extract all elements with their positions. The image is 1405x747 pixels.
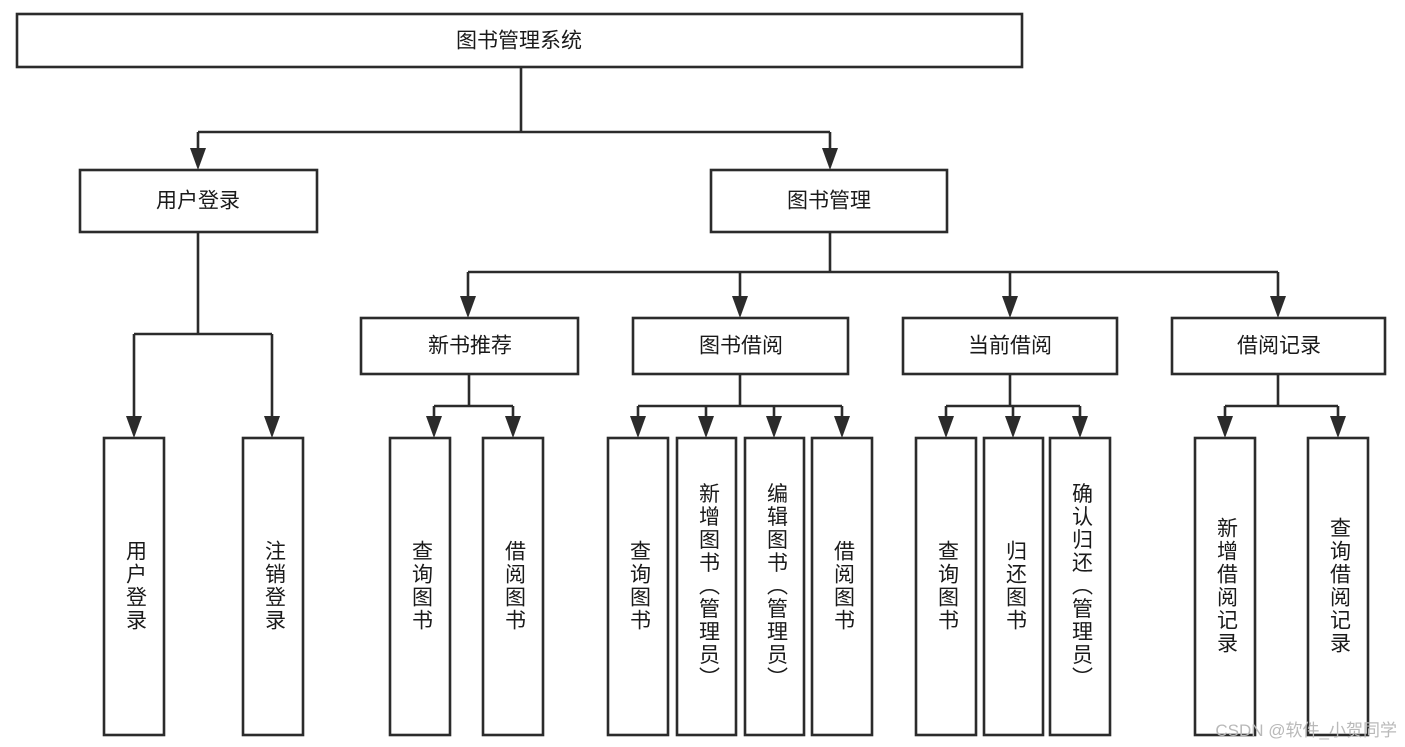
node-user-login-box[interactable] [78, 168, 319, 234]
node-leaf-query-record-label: 查询借阅记录 [1327, 517, 1351, 655]
arrow-to-book-manage [822, 148, 838, 170]
csdn-watermark: CSDN @软件_小贺同学 [1215, 721, 1397, 740]
arrow-to-leaf-confirm-return [1072, 416, 1088, 438]
arrow-to-leaf-query-book-1 [426, 416, 442, 438]
node-root-box[interactable] [15, 12, 1024, 69]
node-leaf-borrow-book-1-box[interactable] [481, 436, 545, 737]
node-current-borrow-box[interactable] [901, 316, 1119, 376]
node-leaf-add-record[interactable]: 新增借阅记录 [1193, 436, 1257, 737]
node-new-book-rec[interactable]: 新书推荐 [359, 316, 580, 376]
node-leaf-confirm-return-label: 确认归还（管理员） [1069, 483, 1093, 690]
node-leaf-return-book-label: 归还图书 [1003, 540, 1027, 632]
node-leaf-query-book-3[interactable]: 查询图书 [914, 436, 978, 737]
arrow-to-leaf-add-book [698, 416, 714, 438]
arrow-to-user-login [190, 148, 206, 170]
node-book-borrow-box[interactable] [631, 316, 850, 376]
connectors-layer [126, 67, 1346, 438]
node-book-manage[interactable]: 图书管理 [709, 168, 949, 234]
arrow-to-book-borrow [732, 296, 748, 318]
node-current-borrow[interactable]: 当前借阅 [901, 316, 1119, 376]
node-borrow-record-box[interactable] [1170, 316, 1387, 376]
arrow-to-leaf-borrow-book-1 [505, 416, 521, 438]
node-leaf-query-book-3-box[interactable] [914, 436, 978, 737]
node-leaf-return-book[interactable]: 归还图书 [982, 436, 1045, 737]
node-root-label: 图书管理系统 [456, 30, 582, 53]
node-borrow-record-label: 借阅记录 [1237, 335, 1321, 358]
node-leaf-add-record-label: 新增借阅记录 [1214, 517, 1238, 655]
arrow-to-leaf-query-record [1330, 416, 1346, 438]
arrow-to-current-borrow [1002, 296, 1018, 318]
node-leaf-query-book-3-label: 查询图书 [935, 540, 959, 632]
node-leaf-add-book-label: 新增图书（管理员） [696, 483, 720, 690]
node-book-borrow-label: 图书借阅 [699, 335, 783, 358]
node-leaf-edit-book[interactable]: 编辑图书（管理员） [743, 436, 806, 737]
node-leaf-query-record[interactable]: 查询借阅记录 [1306, 436, 1370, 737]
node-book-manage-box[interactable] [709, 168, 949, 234]
arrow-to-leaf-user-login [126, 416, 142, 438]
node-leaf-edit-book-box[interactable] [743, 436, 806, 737]
node-leaf-add-book-box[interactable] [675, 436, 738, 737]
node-new-book-rec-label: 新书推荐 [428, 335, 512, 358]
node-book-manage-label: 图书管理 [787, 190, 871, 213]
node-leaf-logout[interactable]: 注销登录 [241, 436, 305, 737]
node-leaf-user-login-label: 用户登录 [123, 540, 147, 632]
node-root[interactable]: 图书管理系统 [15, 12, 1024, 69]
node-leaf-borrow-book-2-box[interactable] [810, 436, 874, 737]
node-leaf-query-book-1-box[interactable] [388, 436, 452, 737]
node-leaf-confirm-return[interactable]: 确认归还（管理员） [1048, 436, 1112, 737]
node-leaf-user-login[interactable]: 用户登录 [102, 436, 166, 737]
arrow-to-borrow-record [1270, 296, 1286, 318]
node-leaf-borrow-book-1-label: 借阅图书 [502, 540, 526, 632]
node-leaf-borrow-book-2[interactable]: 借阅图书 [810, 436, 874, 737]
arrow-to-new-book-rec [460, 296, 476, 318]
arrow-to-leaf-edit-book [766, 416, 782, 438]
node-leaf-add-book[interactable]: 新增图书（管理员） [675, 436, 738, 737]
node-user-login[interactable]: 用户登录 [78, 168, 319, 234]
node-user-login-label: 用户登录 [156, 190, 240, 213]
node-borrow-record[interactable]: 借阅记录 [1170, 316, 1387, 376]
node-leaf-query-book-2-label: 查询图书 [627, 540, 651, 632]
arrow-to-leaf-borrow-book-2 [834, 416, 850, 438]
arrow-to-leaf-query-book-3 [938, 416, 954, 438]
node-leaf-borrow-book-2-label: 借阅图书 [831, 540, 855, 632]
node-leaf-query-record-box[interactable] [1306, 436, 1370, 737]
node-leaf-query-book-1-label: 查询图书 [409, 540, 433, 632]
node-leaf-add-record-box[interactable] [1193, 436, 1257, 737]
node-current-borrow-label: 当前借阅 [968, 335, 1052, 358]
node-book-borrow[interactable]: 图书借阅 [631, 316, 850, 376]
arrow-to-leaf-logout [264, 416, 280, 438]
node-leaf-edit-book-label: 编辑图书（管理员） [764, 483, 788, 690]
node-leaf-query-book-1[interactable]: 查询图书 [388, 436, 452, 737]
node-leaf-borrow-book-1[interactable]: 借阅图书 [481, 436, 545, 737]
node-leaf-query-book-2-box[interactable] [606, 436, 670, 737]
node-leaf-confirm-return-box[interactable] [1048, 436, 1112, 737]
node-leaf-logout-label: 注销登录 [262, 540, 286, 632]
arrow-to-leaf-return-book [1005, 416, 1021, 438]
arrow-to-leaf-query-book-2 [630, 416, 646, 438]
node-leaf-logout-box[interactable] [241, 436, 305, 737]
node-leaf-user-login-box[interactable] [102, 436, 166, 737]
node-new-book-rec-box[interactable] [359, 316, 580, 376]
node-leaf-query-book-2[interactable]: 查询图书 [606, 436, 670, 737]
arrow-to-leaf-add-record [1217, 416, 1233, 438]
node-leaf-return-book-box[interactable] [982, 436, 1045, 737]
